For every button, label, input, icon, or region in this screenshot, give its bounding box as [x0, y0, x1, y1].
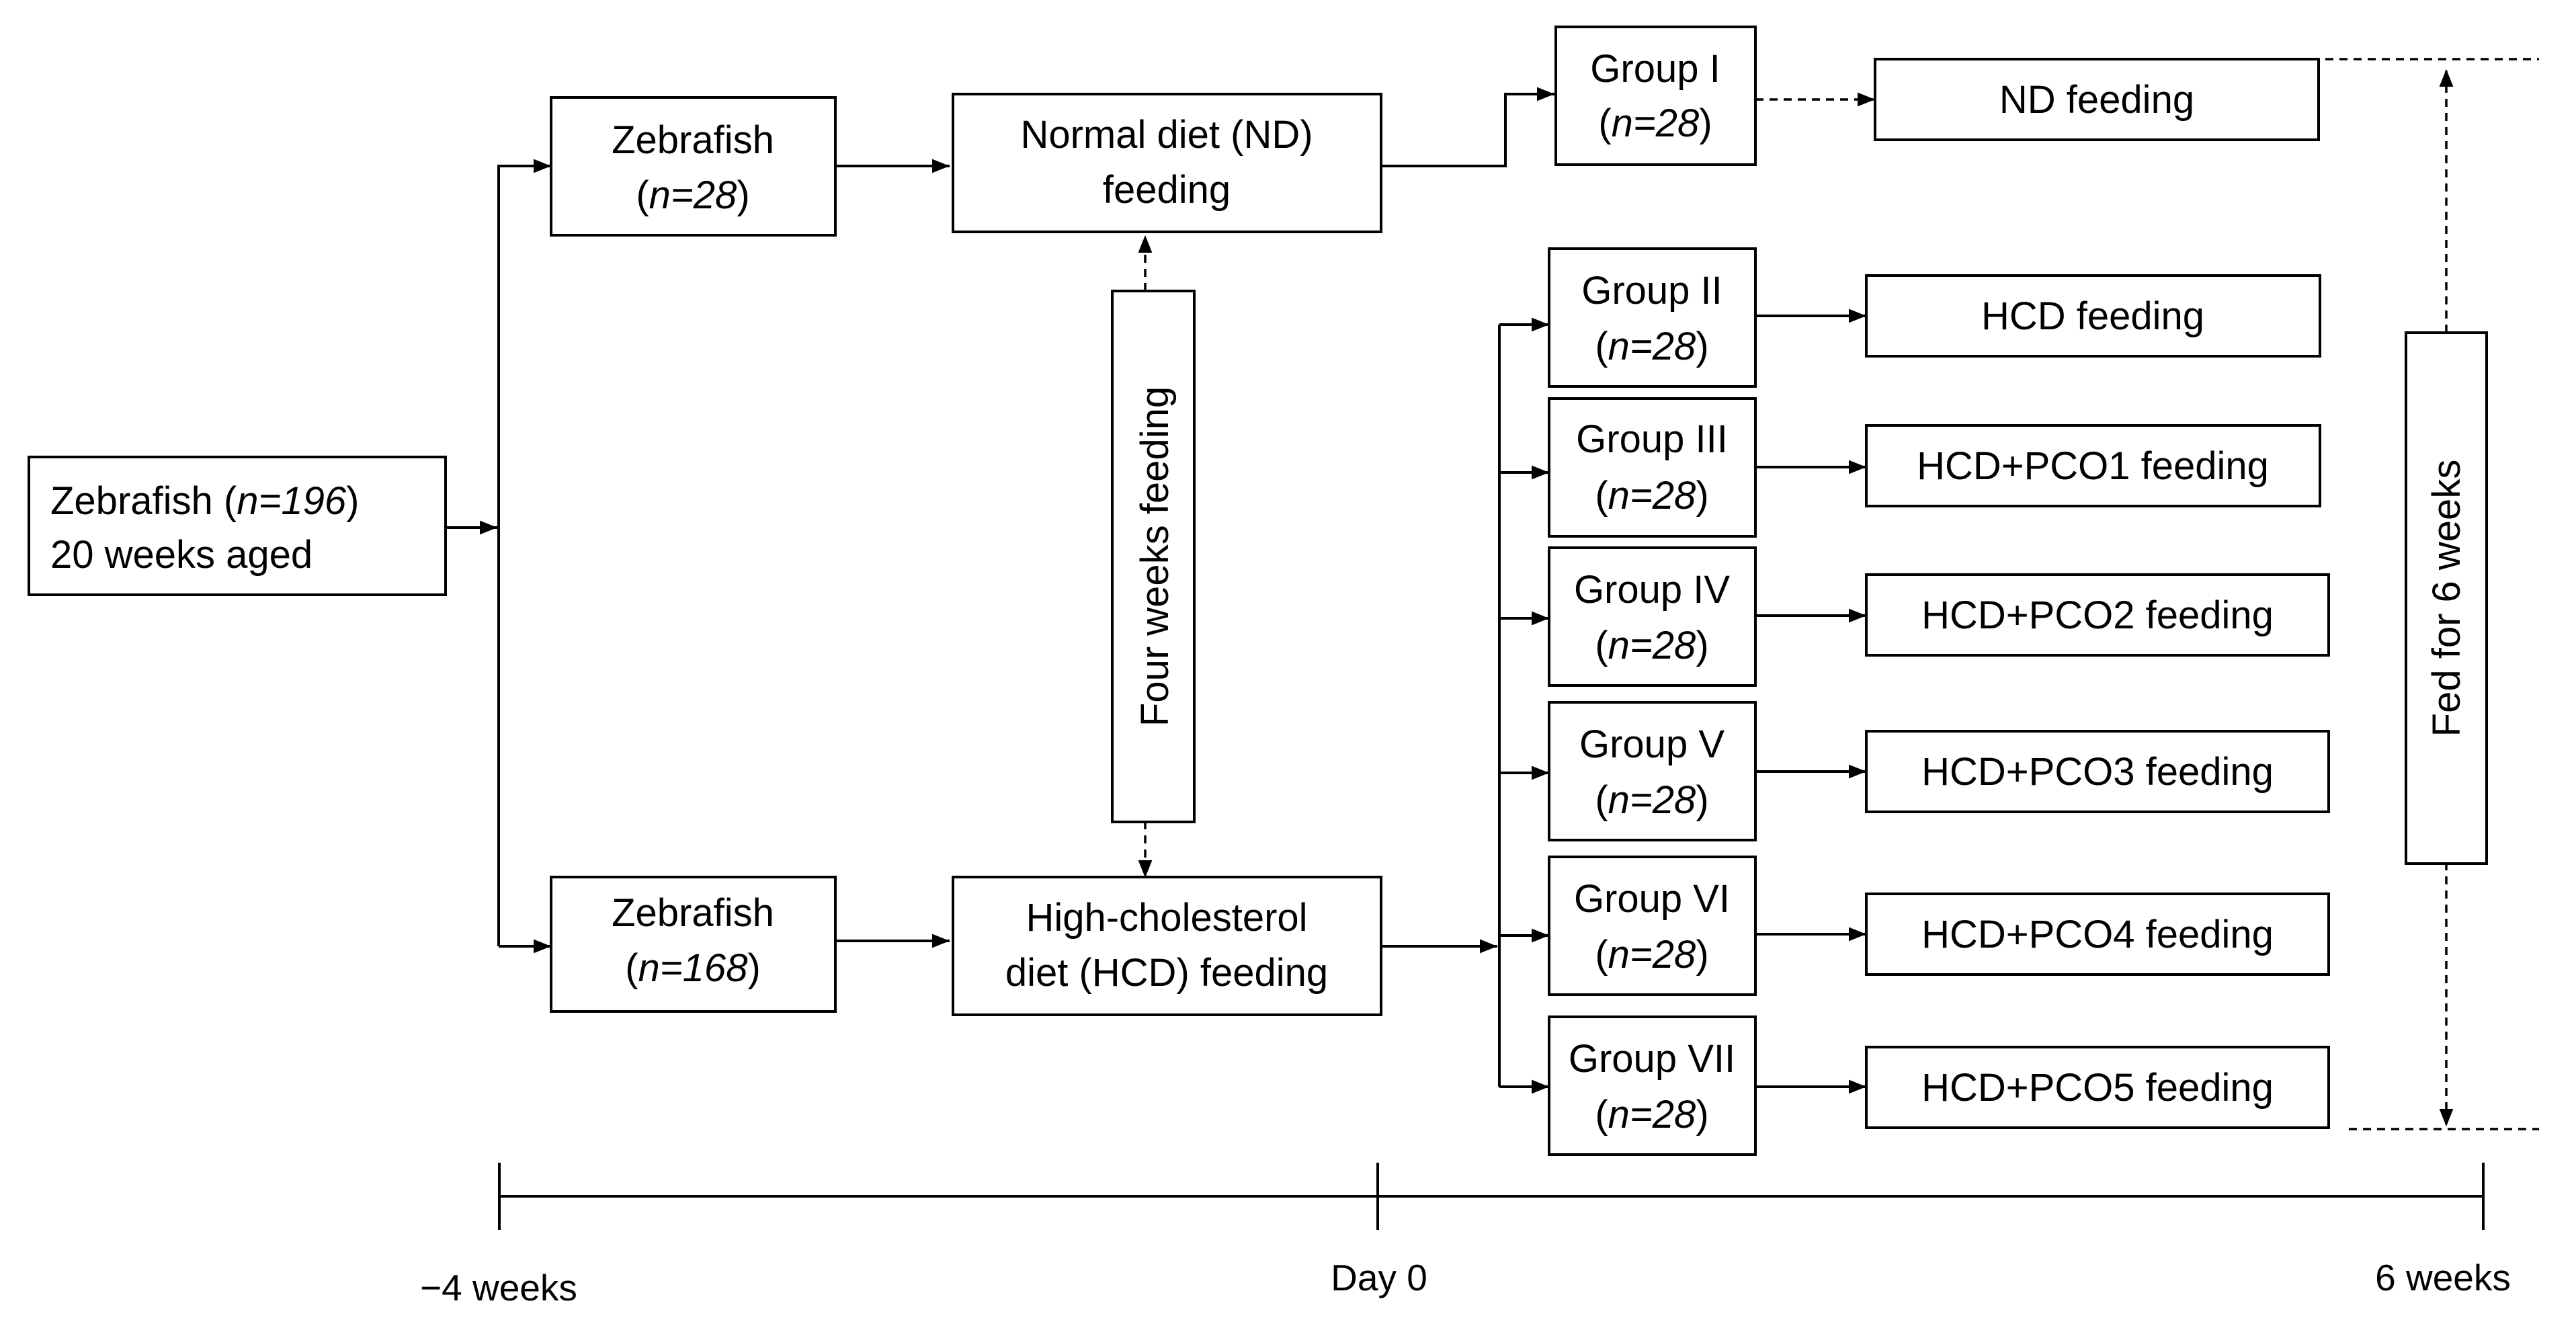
- hcd-diet-node: High-cholesterol diet (HCD) feeding: [952, 876, 1382, 1016]
- group-name: Group VI: [1574, 877, 1730, 921]
- connectors: [446, 87, 1866, 1094]
- group-name: Group IV: [1574, 568, 1730, 612]
- start-node: Zebrafish (n=196) 20 weeks aged: [28, 456, 447, 596]
- zebrafish-hcd-node: Zebrafish (n=168): [550, 876, 837, 1013]
- feeding-label: HCD feeding: [1981, 294, 2204, 338]
- group-count: (n=28): [1595, 474, 1708, 517]
- feeding-6: HCD+PCO4 feeding: [1865, 893, 2330, 976]
- group-3: Group III (n=28): [1548, 397, 1757, 538]
- four-weeks-feeding-node: Four weeks feeding: [1111, 290, 1196, 823]
- hcd-diet-line2: diet (HCD) feeding: [1005, 951, 1328, 995]
- timeline-label-day0: Day 0: [1331, 1257, 1427, 1298]
- group-5: Group V (n=28): [1548, 701, 1757, 841]
- group-7: Group VII (n=28): [1548, 1015, 1757, 1156]
- group-count: (n=28): [1598, 101, 1712, 145]
- feeding-3: HCD+PCO1 feeding: [1865, 424, 2321, 507]
- normal-diet-line2: feeding: [1103, 168, 1231, 212]
- hcd-diet-line1: High-cholesterol: [1026, 896, 1307, 940]
- zebrafish-hcd-label: Zebrafish: [612, 891, 774, 935]
- feeding-label: HCD+PCO2 feeding: [1921, 593, 2274, 637]
- fed-six-weeks-label: Fed for 6 weeks: [2425, 460, 2468, 737]
- group-name: Group V: [1579, 722, 1725, 766]
- start-line2: 20 weeks aged: [50, 533, 313, 577]
- group-count: (n=28): [1595, 933, 1708, 977]
- feeding-label: HCD+PCO5 feeding: [1921, 1066, 2274, 1110]
- group-count: (n=28): [1595, 624, 1708, 667]
- group-4: Group IV (n=28): [1548, 546, 1757, 687]
- zebrafish-hcd-count: (n=168): [625, 946, 761, 990]
- feeding-label: ND feeding: [1999, 78, 2194, 122]
- group-1: Group I (n=28): [1554, 26, 1757, 166]
- group-2: Group II (n=28): [1548, 247, 1757, 388]
- zebrafish-nd-node: Zebrafish (n=28): [550, 96, 837, 237]
- zebrafish-nd-count: (n=28): [636, 173, 749, 217]
- feeding-5: HCD+PCO3 feeding: [1865, 730, 2330, 813]
- four-weeks-feeding-label: Four weeks feeding: [1133, 386, 1177, 727]
- group-name: Group I: [1590, 47, 1720, 91]
- group-name: Group VII: [1569, 1037, 1735, 1081]
- fed-six-weeks-node: Fed for 6 weeks: [2405, 331, 2488, 865]
- feeding-label: HCD+PCO4 feeding: [1921, 913, 2274, 956]
- group-6: Group VI (n=28): [1548, 856, 1757, 996]
- normal-diet-line1: Normal diet (ND): [1020, 113, 1313, 157]
- group-count: (n=28): [1595, 325, 1708, 368]
- group-name: Group II: [1581, 269, 1722, 313]
- normal-diet-node: Normal diet (ND) feeding: [952, 93, 1382, 233]
- feeding-label: HCD+PCO1 feeding: [1917, 444, 2269, 488]
- group-count: (n=28): [1595, 1093, 1708, 1136]
- feeding-1: ND feeding: [1874, 58, 2320, 141]
- dashed-connectors: [1138, 58, 2539, 1130]
- feeding-label: HCD+PCO3 feeding: [1921, 750, 2274, 794]
- start-line1: Zebrafish (n=196): [50, 479, 359, 523]
- group-count: (n=28): [1595, 778, 1708, 822]
- feeding-4: HCD+PCO2 feeding: [1865, 573, 2330, 657]
- zebrafish-nd-label: Zebrafish: [612, 118, 774, 162]
- timeline-label-end: 6 weeks: [2375, 1257, 2511, 1298]
- timeline: −4 weeks Day 0 6 weeks: [420, 1163, 2511, 1309]
- group-name: Group III: [1576, 417, 1728, 461]
- timeline-label-start: −4 weeks: [420, 1267, 577, 1309]
- feeding-7: HCD+PCO5 feeding: [1865, 1046, 2330, 1129]
- feeding-2: HCD feeding: [1865, 274, 2321, 358]
